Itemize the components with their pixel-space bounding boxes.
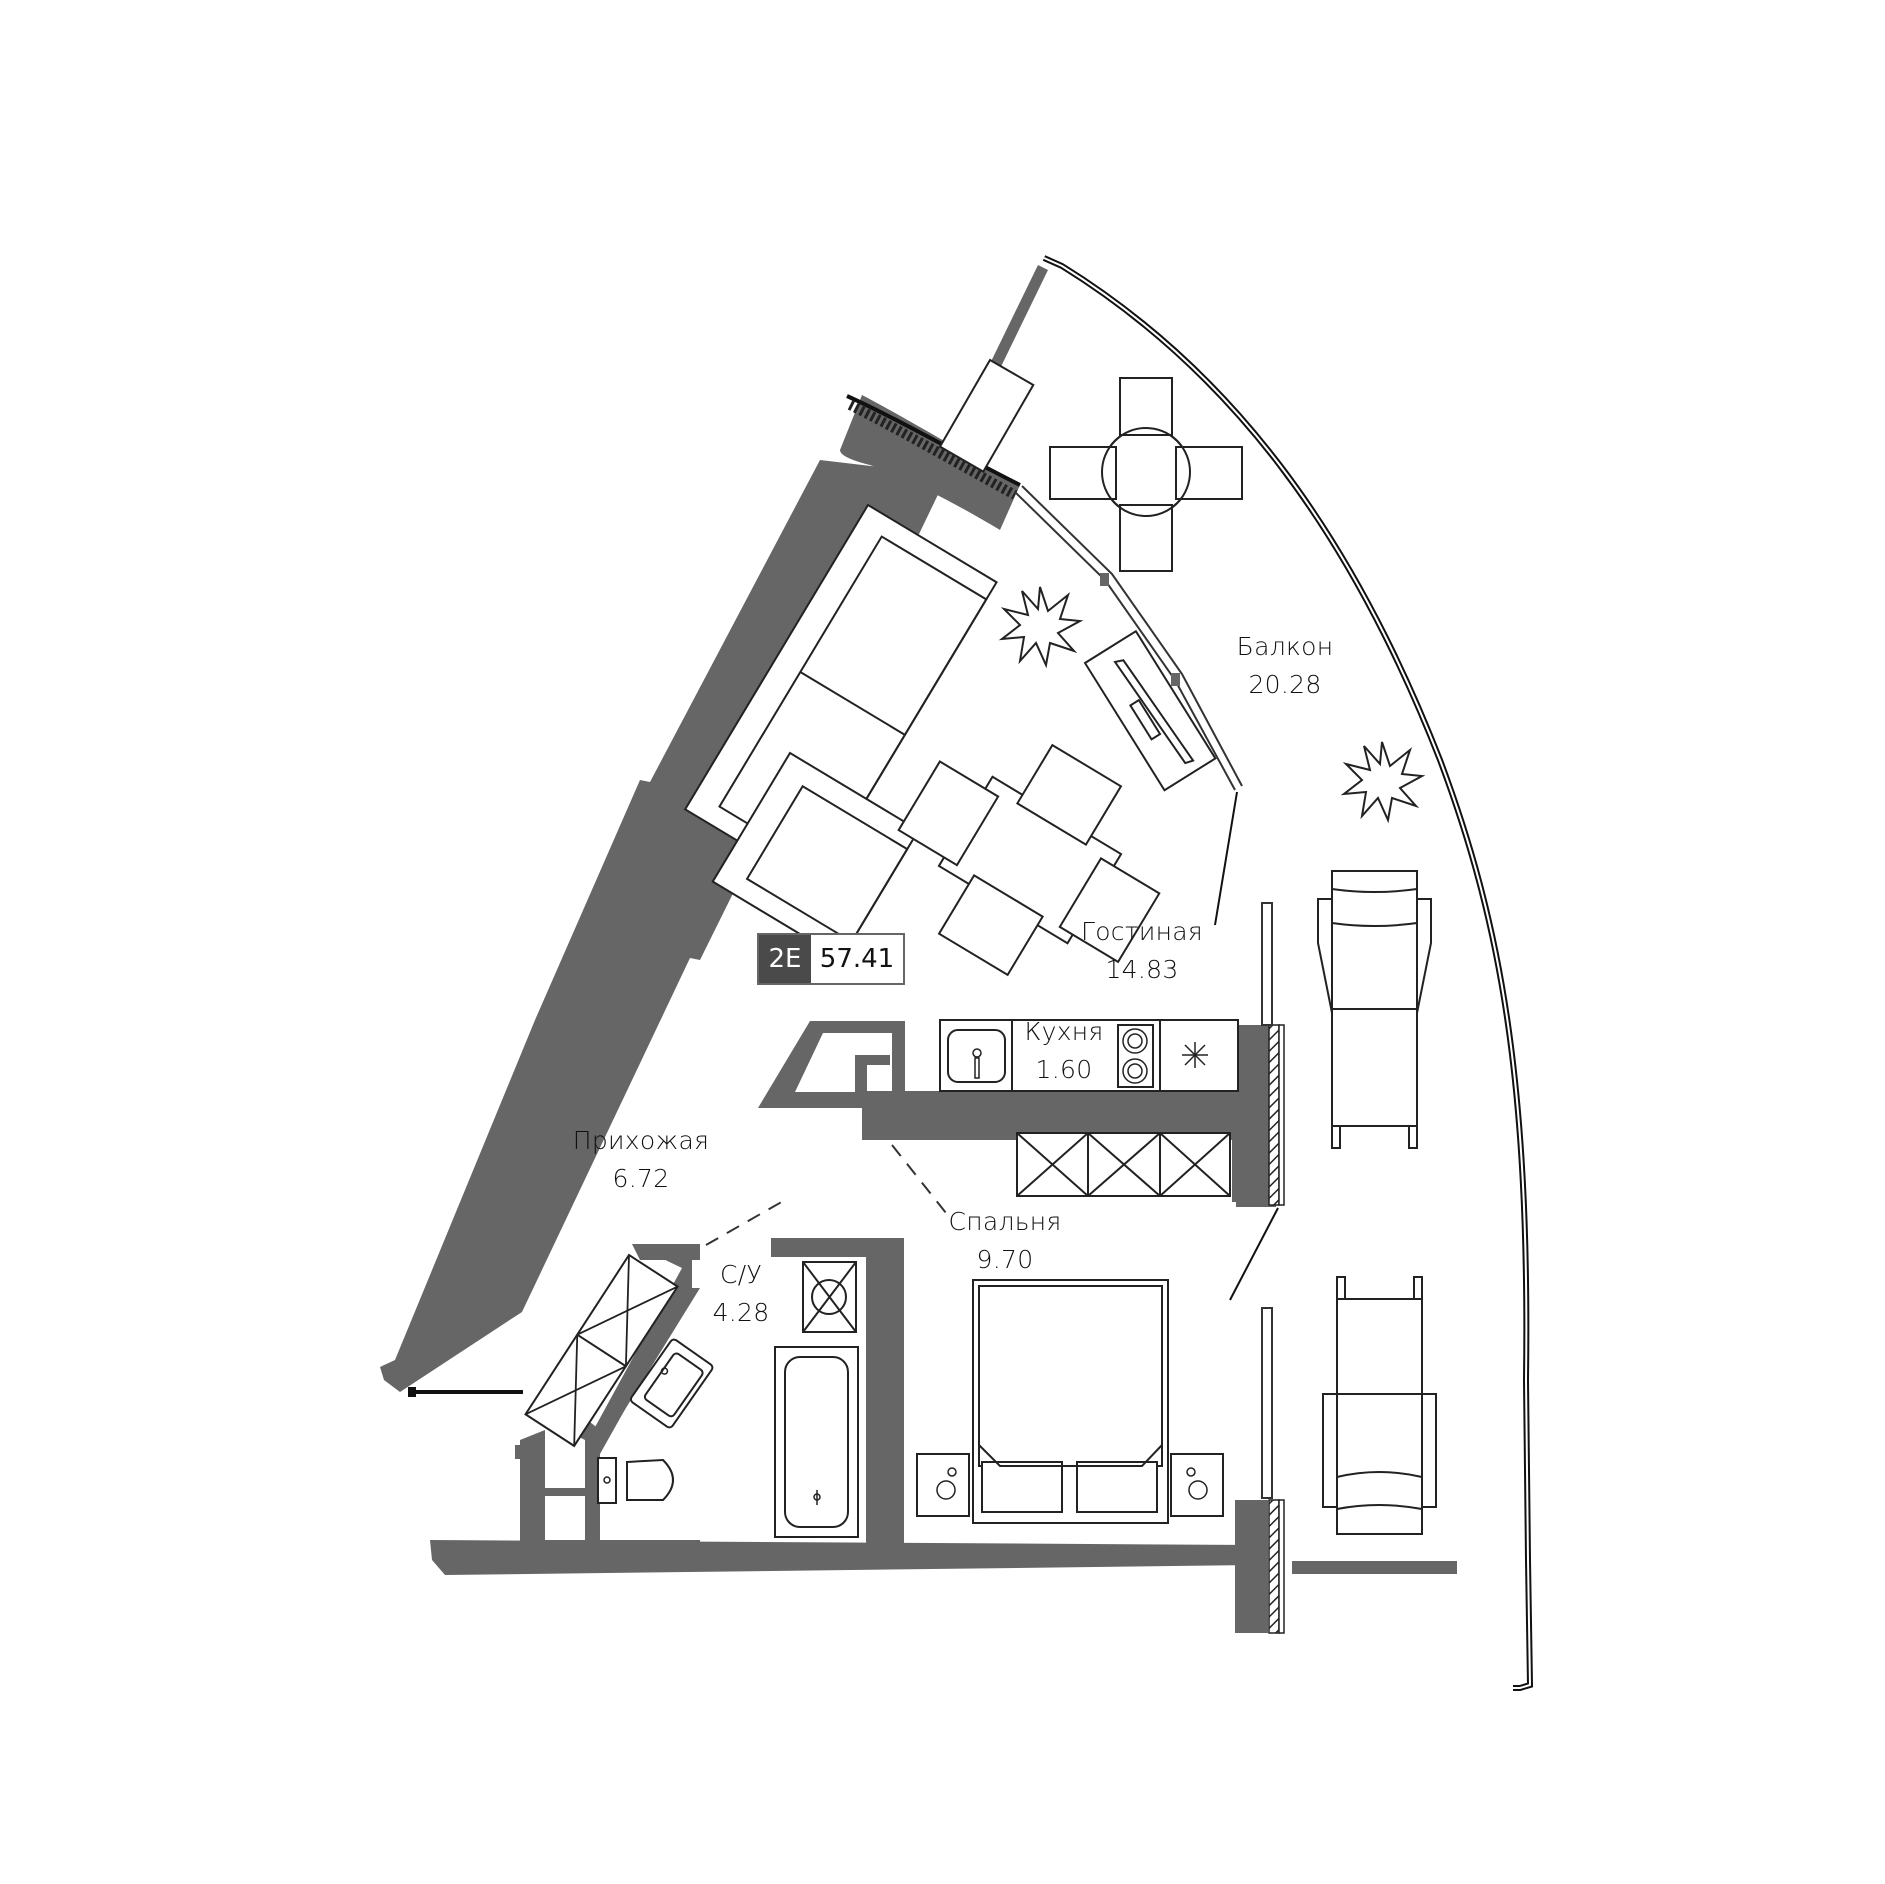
balcony-small-table: [938, 358, 1035, 473]
room-area: 1.60: [1035, 1055, 1093, 1084]
armchair: [711, 751, 920, 961]
toilet: [597, 1457, 674, 1504]
room-area: 20.28: [1248, 670, 1322, 699]
balcony-railing: [1042, 255, 1534, 1691]
tv-stand: [1083, 629, 1217, 792]
double-bed: [972, 1279, 1169, 1524]
room-area: 9.70: [976, 1245, 1034, 1274]
nightstand: [1170, 1453, 1224, 1517]
sun-lounger: [1317, 870, 1432, 1149]
room-name: Балкон: [1236, 632, 1334, 661]
room-label-balcony: Балкон 20.28: [1237, 628, 1334, 704]
washbasin: [629, 1338, 714, 1429]
room-area: 6.72: [612, 1164, 670, 1193]
room-name: Спальня: [948, 1207, 1062, 1236]
room-name: Гостиная: [1080, 917, 1204, 946]
nightstand: [916, 1453, 970, 1517]
sun-lounger: [1322, 1276, 1437, 1535]
room-name: Кухня: [1024, 1017, 1104, 1046]
bathroom-cabinet: [524, 1253, 680, 1448]
room-label-hallway: Прихожая 6.72: [573, 1122, 709, 1198]
walls: [380, 265, 1457, 1633]
room-label-kitchen: Кухня 1.60: [1024, 1013, 1103, 1089]
shower-drain: [802, 1261, 857, 1333]
plant: [998, 586, 1084, 669]
room-label-bathroom: С/У 4.28: [713, 1256, 770, 1332]
room-label-living: Гостиная 14.83: [1081, 913, 1203, 989]
room-label-bedroom: Спальня 9.70: [948, 1203, 1061, 1279]
room-area: 4.28: [712, 1298, 770, 1327]
balcony-round-table-4-chairs: [1049, 377, 1243, 572]
plant: [1340, 741, 1426, 824]
room-area: 14.83: [1105, 955, 1179, 984]
kitchen-counter: [939, 1019, 1239, 1092]
dining-table-4-chairs: [897, 743, 1161, 977]
bathtub: [774, 1346, 859, 1538]
apartment-code: 2E: [759, 935, 811, 983]
wardrobe: [1016, 1132, 1231, 1197]
apartment-badge: 2E 57.41: [757, 933, 905, 985]
apartment-total-area: 57.41: [819, 944, 895, 974]
room-name: С/У: [719, 1260, 762, 1289]
room-name: Прихожая: [572, 1126, 710, 1155]
